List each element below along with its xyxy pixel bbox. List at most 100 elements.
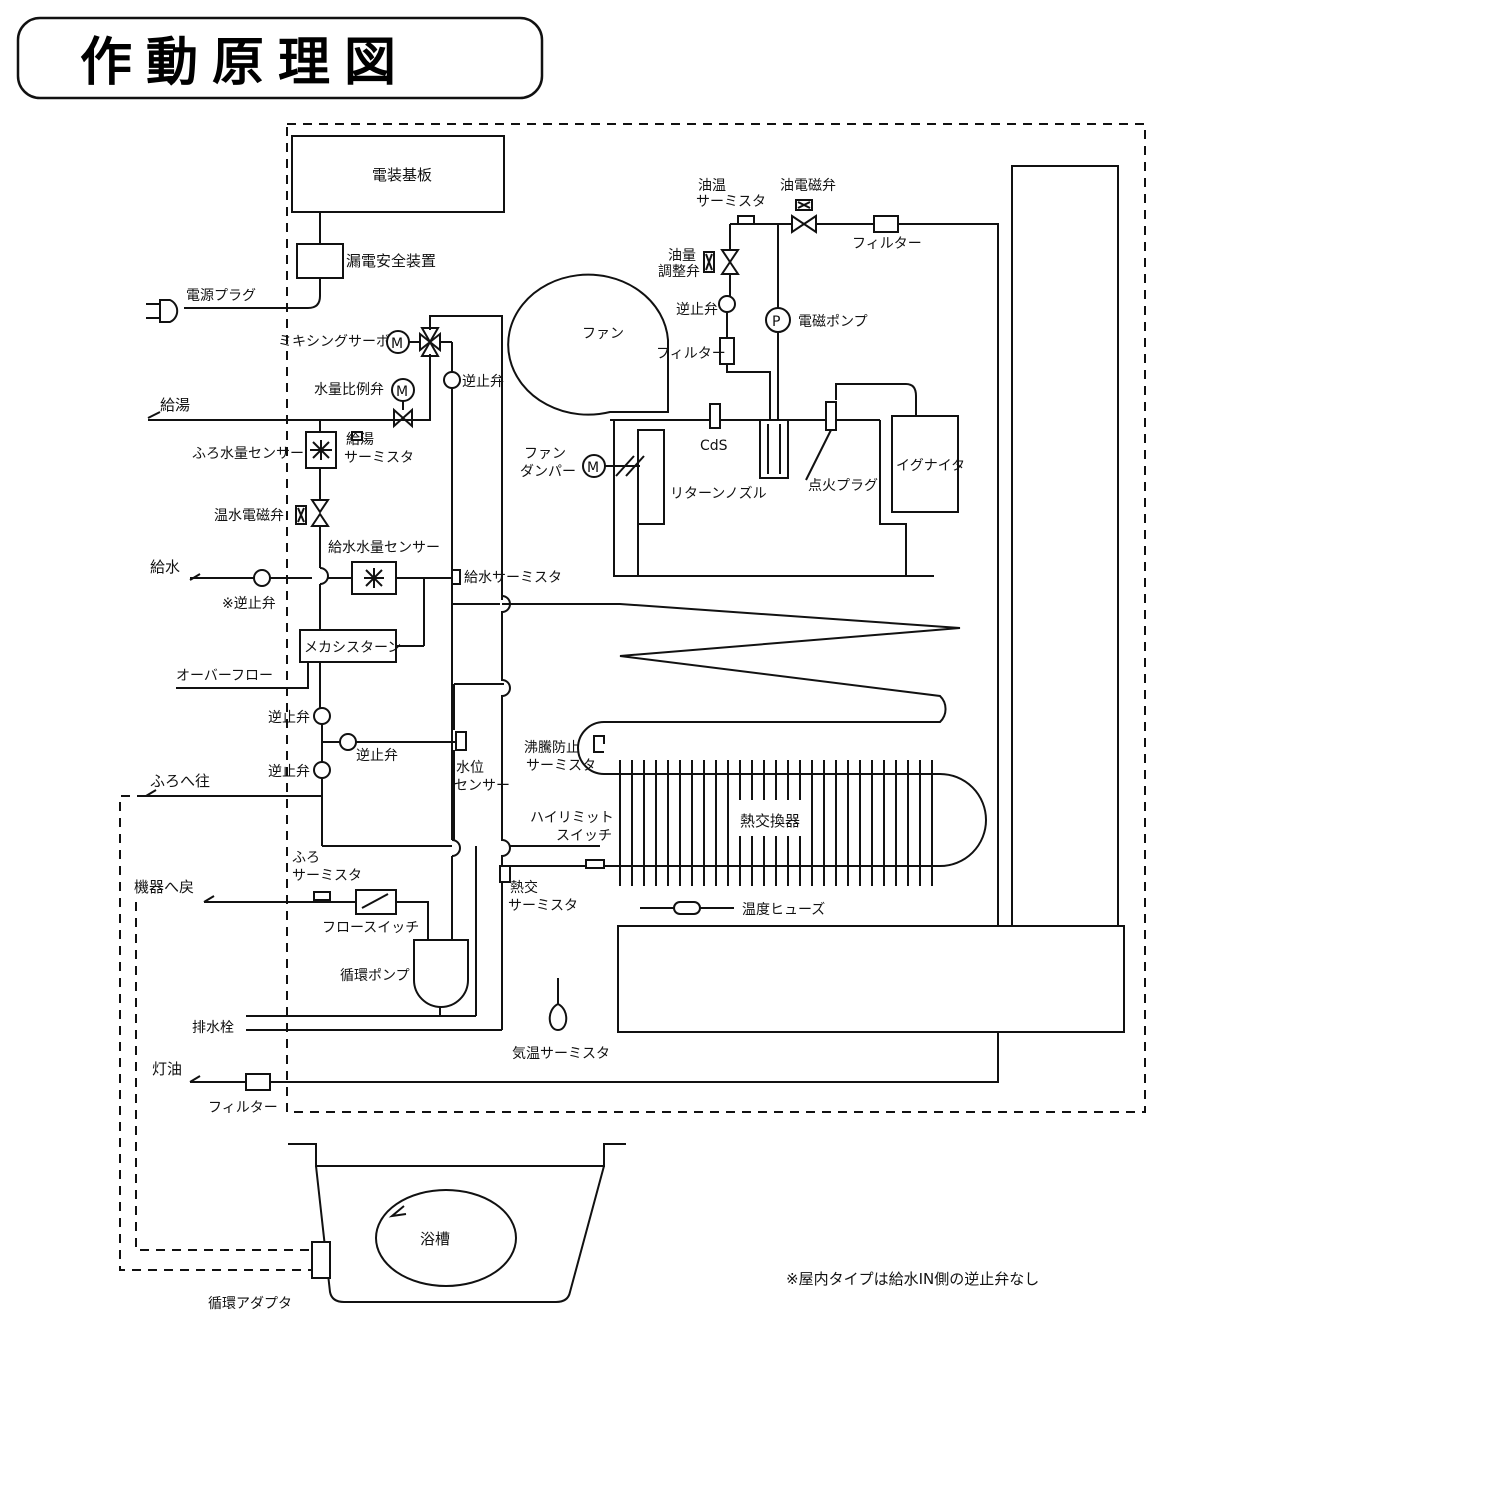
return-nozzle-icon	[759, 419, 789, 479]
flow-switch-label: フロースイッチ	[322, 920, 419, 936]
svg-text:M: M	[396, 384, 408, 400]
boil-thermistor-label-1: 沸騰防止	[524, 739, 580, 756]
power-plug-label: 電源プラグ	[186, 288, 256, 304]
fan-housing	[507, 273, 669, 416]
hi-limit-label-2: スイッチ	[556, 828, 612, 844]
oil-adjust-label-1: 油量	[668, 248, 696, 264]
temp-fuse-icon	[640, 901, 734, 915]
bath-flow-sensor-icon	[305, 431, 337, 469]
fan-damper-label-1: ファン	[524, 446, 566, 462]
overflow-label: オーバーフロー	[176, 668, 273, 684]
svg-text:M: M	[391, 336, 403, 352]
check-valve-a-icon	[313, 707, 331, 725]
power-plug-icon	[146, 299, 179, 323]
supply-flow-sensor-icon	[351, 561, 397, 595]
level-sensor-icon	[455, 731, 467, 751]
filter-bottom-label: フィルター	[208, 1100, 278, 1116]
return-to-unit-label: 機器へ戻	[134, 878, 194, 896]
circ-adapter-label: 循環アダプタ	[208, 1296, 292, 1312]
ignition-plug-label: 点火プラグ	[808, 478, 878, 494]
hx-thermistor-icon	[499, 865, 511, 883]
page-title: 作動原理図	[80, 33, 410, 93]
oil-tank-base	[617, 925, 1125, 1033]
supply-thermistor-label: 給水サーミスタ	[464, 570, 562, 586]
leak-breaker: 漏電安全装置	[296, 243, 436, 279]
bath-thermistor-label-2: サーミスタ	[292, 868, 362, 884]
temp-fuse-label: 温度ヒューズ	[742, 902, 825, 918]
filter-top-label: フィルター	[852, 236, 922, 252]
mechanical-cistern-label: メカシスターン	[304, 640, 401, 656]
bath-flow-sensor-label: ふろ水量センサー	[192, 446, 304, 462]
fan-damper-label-2: ダンパー	[520, 464, 576, 480]
fan-damper-motor-icon: M	[582, 454, 606, 478]
supply-flow-sensor-label: 給水水量センサー	[328, 540, 440, 556]
water-prop-valve-label: 水量比例弁	[314, 382, 384, 398]
igniter-box: イグナイタ	[891, 415, 965, 513]
level-sensor-label-2: センサー	[454, 778, 510, 794]
hx-thermistor-label-2: サーミスタ	[508, 898, 578, 914]
svg-text:P: P	[772, 314, 780, 330]
mixing-servo-label: ミキシングサーボ	[278, 334, 390, 350]
drain-plug-label: 排水栓	[192, 1020, 234, 1036]
oil-check-valve-icon	[718, 295, 736, 313]
igniter-label: イグナイタ	[896, 458, 965, 474]
indoor-note: ※屋内タイプは給水IN側の逆止弁なし	[786, 1270, 1039, 1288]
inlet-check-valve-icon	[253, 569, 271, 587]
oil-thermistor-label-1: 油温	[698, 178, 726, 194]
oil-thermistor-label-2: サーミスタ	[696, 194, 766, 210]
circulation-pump-icon	[413, 939, 469, 1008]
hx-thermistor-label-1: 熱交	[510, 879, 538, 896]
boil-thermistor-label-2: サーミスタ	[526, 758, 596, 774]
heat-exchanger-fins	[619, 760, 933, 886]
check-valve-note-label: ※逆止弁	[222, 596, 276, 612]
filter-mid-label: フィルター	[656, 346, 726, 362]
em-pump-icon: P	[765, 307, 791, 333]
circ-adapter-icon	[311, 1241, 331, 1279]
return-nozzle-label: リターンノズル	[670, 486, 767, 502]
check-valve-c-label: 逆止弁	[268, 764, 310, 780]
check-valve-a-label: 逆止弁	[268, 710, 310, 726]
bath-thermistor-label-1: ふろ	[292, 850, 320, 866]
water-prop-valve-motor-icon: M	[391, 378, 415, 402]
oil-adjust-valve-icon	[703, 249, 740, 275]
flow-switch-icon	[355, 889, 397, 915]
em-pump-label: 電磁ポンプ	[798, 314, 868, 330]
air-thermistor-icon	[548, 978, 568, 1032]
hot-thermistor-label-2: サーミスタ	[344, 450, 414, 466]
supply-thermistor-icon	[451, 569, 461, 585]
check-valve-c-icon	[313, 761, 331, 779]
hot-supply-label: 給湯	[160, 396, 190, 414]
hot-solenoid-label: 温水電磁弁	[214, 508, 284, 524]
oil-filter-top-icon	[873, 215, 899, 233]
level-sensor-label-1: 水位	[456, 760, 484, 776]
bathtub	[288, 1143, 626, 1303]
bathtub-label: 浴槽	[420, 1230, 450, 1248]
kerosene-filter-icon	[245, 1073, 271, 1091]
check-valve-top-label: 逆止弁	[462, 374, 504, 390]
hi-limit-label-1: ハイリミット	[530, 810, 614, 826]
air-thermistor-label: 気温サーミスタ	[512, 1046, 610, 1062]
boil-thermistor-icon	[593, 735, 605, 753]
ignition-plug-icon	[825, 401, 837, 431]
kerosene-label: 灯油	[152, 1060, 182, 1078]
electrical-board: 電装基板	[291, 135, 505, 213]
mechanical-cistern: メカシスターン	[299, 629, 401, 663]
oil-adjust-label-2: 調整弁	[658, 264, 700, 280]
leak-breaker-label: 漏電安全装置	[346, 252, 436, 270]
cds-label: CdS	[700, 438, 728, 454]
hot-thermistor-icon	[351, 431, 363, 441]
mixing-valve-icon	[419, 327, 441, 357]
check-valve-b-icon	[339, 733, 357, 751]
unit-boundary	[286, 123, 1146, 1113]
to-bath-label: ふろへ往	[150, 772, 210, 790]
check-valve-b-label: 逆止弁	[356, 748, 398, 764]
check-valve-oil-label: 逆止弁	[676, 302, 718, 318]
mixing-servo-motor-icon: M	[386, 330, 410, 354]
bath-thermistor-icon	[313, 891, 331, 901]
hot-thermistor-label-1: 給湯	[346, 431, 374, 448]
oil-solenoid-label: 油電磁弁	[780, 178, 836, 194]
hi-limit-switch-icon	[585, 859, 605, 869]
hot-solenoid-valve-icon	[295, 499, 330, 527]
electrical-board-label: 電装基板	[372, 166, 432, 184]
